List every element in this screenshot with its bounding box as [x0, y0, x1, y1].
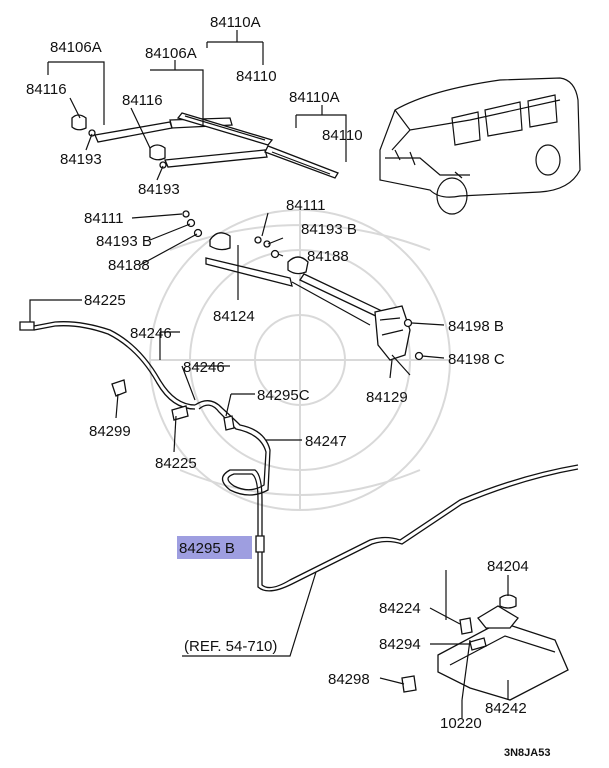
label-84242[interactable]: 84242: [485, 700, 527, 717]
label-84116-mid[interactable]: 84116: [122, 92, 163, 109]
label-84198c[interactable]: 84198 C: [448, 351, 505, 368]
label-84106a-mid[interactable]: 84106A: [145, 45, 197, 62]
label-84198b[interactable]: 84198 B: [448, 318, 504, 335]
label-84111-right[interactable]: 84111: [286, 197, 326, 214]
hardware-nuts: [182, 210, 280, 259]
watermark-emblem: [149, 209, 451, 511]
label-84246-a[interactable]: 84246: [130, 325, 172, 342]
label-84225-top[interactable]: 84225: [84, 292, 126, 309]
label-84295c[interactable]: 84295C: [257, 387, 310, 404]
leader-lines: [29, 30, 509, 718]
label-84111-left[interactable]: 84111: [84, 210, 124, 227]
label-84247[interactable]: 84247: [305, 433, 347, 450]
label-84110-top[interactable]: 84110: [236, 68, 277, 85]
label-84124[interactable]: 84124: [213, 308, 255, 325]
label-84294[interactable]: 84294: [379, 636, 421, 653]
label-84116-left[interactable]: 84116: [26, 81, 67, 98]
wiper-motor: [374, 305, 424, 376]
label-84106a-left[interactable]: 84106A: [50, 39, 102, 56]
label-84193-left[interactable]: 84193: [60, 151, 102, 168]
washer-hoses: [19, 321, 579, 592]
diagram-code: 3N8JA53: [504, 747, 550, 759]
wiper-caps: [71, 114, 167, 169]
wiper-blade-left: [176, 112, 274, 146]
label-84225-bottom[interactable]: 84225: [155, 455, 197, 472]
wiper-blade-right: [264, 145, 339, 179]
label-84110a-right[interactable]: 84110A: [289, 89, 340, 106]
label-84295b[interactable]: 84295 B: [179, 540, 235, 557]
label-84129[interactable]: 84129: [366, 389, 408, 406]
label-84188-left[interactable]: 84188: [108, 257, 150, 274]
label-reference[interactable]: (REF. 54-710): [184, 638, 277, 655]
label-84110-right[interactable]: 84110: [322, 127, 363, 144]
washer-tank: [401, 570, 569, 701]
wiper-linkage: [205, 232, 385, 326]
label-84299[interactable]: 84299: [89, 423, 131, 440]
wiper-arm-right: [164, 149, 268, 168]
label-84193-mid[interactable]: 84193: [138, 181, 180, 198]
label-84246-b[interactable]: 84246: [183, 359, 225, 376]
highlight-box: [177, 536, 252, 559]
label-84110a-top[interactable]: 84110A: [210, 14, 261, 31]
label-84204[interactable]: 84204: [487, 558, 529, 575]
label-84193b-left[interactable]: 84193 B: [96, 233, 152, 250]
label-84298[interactable]: 84298: [328, 671, 370, 688]
van-illustration: [379, 77, 581, 215]
label-84188-right[interactable]: 84188: [307, 248, 349, 265]
label-84224[interactable]: 84224: [379, 600, 421, 617]
label-84193b-right[interactable]: 84193 B: [301, 221, 357, 238]
label-10220[interactable]: 10220: [440, 715, 482, 732]
